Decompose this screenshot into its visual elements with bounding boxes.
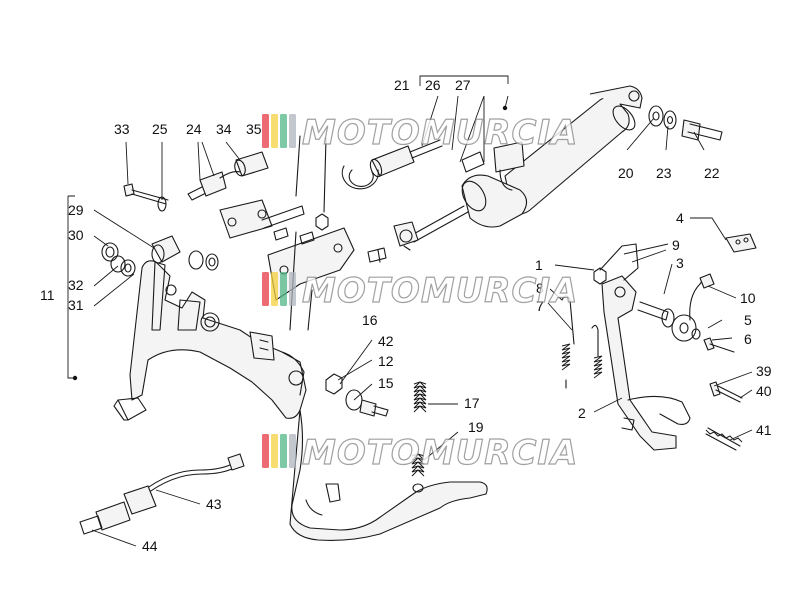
part-label-41: 41 xyxy=(756,422,772,438)
watermark-stripe xyxy=(271,434,278,468)
watermark-stripe xyxy=(262,434,269,468)
watermark-stripe xyxy=(280,114,287,148)
part-label-9: 9 xyxy=(672,237,680,253)
part-label-40: 40 xyxy=(756,383,772,399)
watermark-stripe xyxy=(289,434,296,468)
springs-side xyxy=(561,295,603,389)
watermark-stripe xyxy=(262,272,269,306)
stand-switch xyxy=(187,151,269,201)
side-stand-hardware xyxy=(593,267,735,353)
part-label-10: 10 xyxy=(740,290,756,306)
part-label-26: 26 xyxy=(425,77,441,93)
part-label-1: 1 xyxy=(535,257,543,273)
part-label-20: 20 xyxy=(618,165,634,181)
part-label-43: 43 xyxy=(206,496,222,512)
part-label-11: 11 xyxy=(40,287,55,303)
part-label-35: 35 xyxy=(246,121,262,137)
watermark-logo: MOTOMURCIA xyxy=(262,432,578,474)
springs-center xyxy=(411,381,427,493)
leader-lines xyxy=(67,75,753,547)
side-stand xyxy=(599,243,691,451)
part-label-29: 29 xyxy=(68,202,84,218)
watermark-text: MOTOMURCIA xyxy=(302,271,578,311)
part-label-21: 21 xyxy=(394,77,410,93)
part-label-4: 4 xyxy=(676,210,684,226)
part-label-15: 15 xyxy=(378,375,394,391)
spring-bracket xyxy=(725,233,757,253)
watermark-stripe xyxy=(271,114,278,148)
part-number-labels: 1 2 3 4 5 6 8 7 9 10 11 12 15 16 17 19 2… xyxy=(40,77,772,554)
part-label-6: 6 xyxy=(744,331,752,347)
part-label-7: 7 xyxy=(536,298,544,314)
part-label-24: 24 xyxy=(186,121,202,137)
part-label-30: 30 xyxy=(68,227,84,243)
bolts-right xyxy=(705,381,743,451)
part-label-31: 31 xyxy=(68,297,84,313)
part-label-3: 3 xyxy=(676,255,684,271)
part-label-34: 34 xyxy=(216,121,232,137)
watermark-stripe xyxy=(289,272,296,306)
part-label-19: 19 xyxy=(468,419,484,435)
part-label-32: 32 xyxy=(68,277,84,293)
watermark-stripe xyxy=(262,114,269,148)
watermark-stripe xyxy=(289,114,296,148)
fasteners-center xyxy=(325,373,389,417)
part-label-39: 39 xyxy=(756,363,772,379)
watermark-logo: MOTOMURCIA xyxy=(262,270,578,312)
part-label-23: 23 xyxy=(656,165,672,181)
part-label-5: 5 xyxy=(744,312,752,328)
center-stand xyxy=(113,260,488,541)
bolt-33 xyxy=(123,183,169,212)
watermark-stripe xyxy=(271,272,278,306)
watermark-stripe xyxy=(280,272,287,306)
bolt-and-washers xyxy=(648,105,723,141)
sensor-cable xyxy=(79,453,245,535)
watermark-stripe xyxy=(280,434,287,468)
part-label-42: 42 xyxy=(378,333,394,349)
watermark-text: MOTOMURCIA xyxy=(302,433,578,473)
part-label-33: 33 xyxy=(114,121,130,137)
part-label-16: 16 xyxy=(362,312,378,328)
part-label-22: 22 xyxy=(704,165,720,181)
watermark-text: MOTOMURCIA xyxy=(302,113,578,153)
hydraulic-cylinder xyxy=(393,85,643,251)
part-label-12: 12 xyxy=(378,353,394,369)
part-label-44: 44 xyxy=(142,538,158,554)
watermark-logo: MOTOMURCIA xyxy=(262,112,578,154)
pin-and-bushing xyxy=(341,139,443,190)
bushings xyxy=(101,235,219,277)
part-label-27: 27 xyxy=(455,77,471,93)
part-label-25: 25 xyxy=(152,121,168,137)
part-label-8: 8 xyxy=(536,280,544,296)
part-label-17: 17 xyxy=(464,395,480,411)
part-label-2: 2 xyxy=(578,405,586,421)
